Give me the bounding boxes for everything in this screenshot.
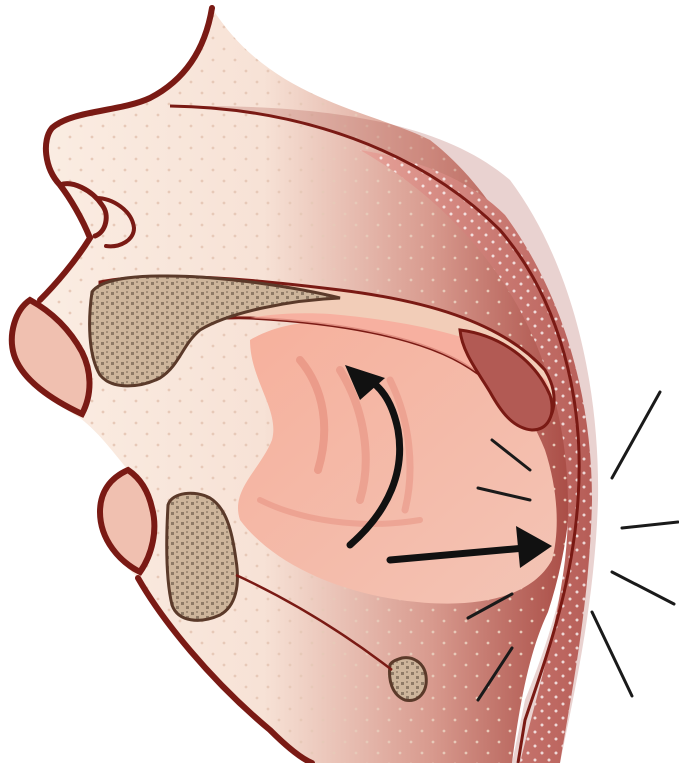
- sound-ray: [612, 392, 660, 478]
- lower-lip: [100, 470, 154, 572]
- hyoid-bone: [390, 658, 427, 701]
- sound-ray: [592, 612, 632, 696]
- sound-ray: [622, 522, 678, 528]
- sound-ray: [612, 572, 674, 604]
